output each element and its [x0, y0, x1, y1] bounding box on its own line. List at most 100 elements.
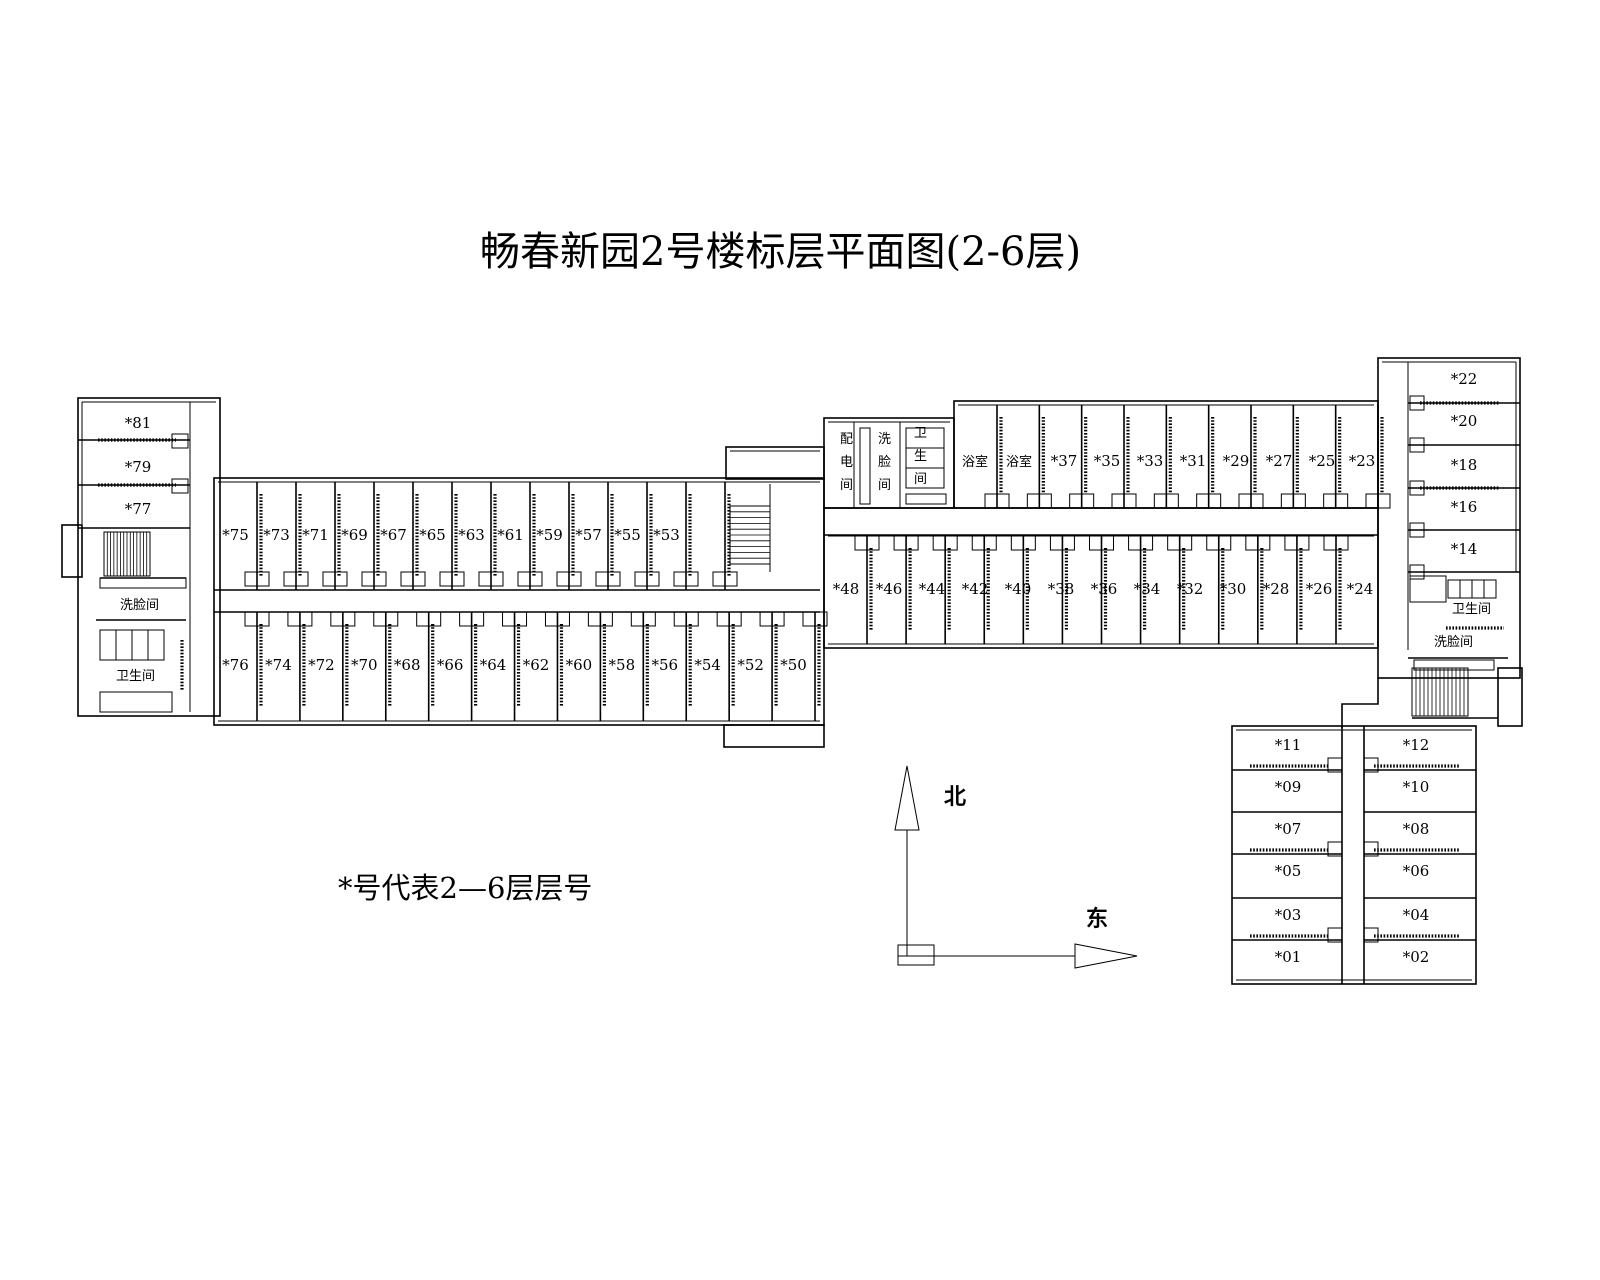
room-number: *27 [1266, 452, 1293, 470]
room-number: *05 [1275, 862, 1302, 880]
room-number: *18 [1451, 456, 1478, 474]
north-label: 北 [944, 784, 966, 810]
room-number: *29 [1223, 452, 1250, 470]
room-number: *65 [419, 526, 446, 544]
east-tower [1341, 357, 1523, 728]
power-room-label-1: 配 [840, 432, 853, 447]
room-number: *73 [263, 526, 290, 544]
room-number: *20 [1451, 412, 1478, 430]
west-wing [213, 446, 828, 748]
room-number: *35 [1094, 452, 1121, 470]
room-number: *71 [302, 526, 329, 544]
room-number: *03 [1275, 906, 1302, 924]
room-number: *01 [1275, 948, 1302, 966]
room-number: *76 [222, 656, 249, 674]
north-arrow-icon [894, 765, 920, 831]
room-number: *38 [1048, 580, 1075, 598]
west-tower [61, 397, 221, 717]
room-number: *31 [1180, 452, 1207, 470]
room-number: *77 [125, 500, 152, 518]
room-number: *24 [1347, 580, 1374, 598]
room-number: *81 [125, 414, 152, 432]
east-washroom-label: 洗脸间 [1434, 635, 1473, 650]
room-number: *60 [566, 656, 593, 674]
room-number: *59 [536, 526, 563, 544]
room-number: *58 [609, 656, 636, 674]
room-labels: *81 *79 *77 *75 *73 *71 *69 *67 *65 *63 *61 *59 *57 *… [125, 370, 1478, 966]
room-number: *07 [1275, 820, 1302, 838]
room-number: *56 [651, 656, 678, 674]
mid-washroom-label-3: 间 [878, 478, 891, 493]
room-number: *69 [341, 526, 368, 544]
power-room-label-3: 间 [840, 478, 853, 493]
room-number: *46 [876, 580, 903, 598]
room-number: *26 [1306, 580, 1333, 598]
room-number: *33 [1137, 452, 1164, 470]
room-number: *75 [222, 526, 249, 544]
room-number: *08 [1403, 820, 1430, 838]
bath-label-2: 浴室 [1006, 454, 1032, 470]
central-stair [729, 484, 771, 572]
page-title: 畅春新园2号楼标层平面图(2-6层) [480, 229, 1081, 275]
room-number: *02 [1403, 948, 1430, 966]
room-number: *53 [653, 526, 680, 544]
south-east-wing [1231, 725, 1477, 985]
power-room-label-2: 电 [840, 455, 853, 470]
east-label: 东 [1086, 906, 1108, 932]
room-number: *32 [1177, 580, 1204, 598]
facility-labels: 洗脸间 卫生间 配 电 间 洗 脸 间 卫 生 间 浴室 浴室 卫生间 洗脸间 [116, 426, 1491, 684]
east-arrow-icon [1074, 943, 1138, 969]
room-number: *23 [1349, 452, 1376, 470]
room-number: *48 [833, 580, 860, 598]
room-number: *72 [308, 656, 335, 674]
mid-washroom-label-1: 洗 [878, 432, 891, 447]
room-number: *28 [1263, 580, 1290, 598]
room-number: *70 [351, 656, 378, 674]
room-number: *06 [1403, 862, 1430, 880]
room-number: *61 [497, 526, 524, 544]
east-stair [1411, 667, 1469, 717]
room-number: *09 [1275, 778, 1302, 796]
room-number: *74 [265, 656, 292, 674]
east-toilet-label: 卫生间 [1452, 602, 1491, 617]
room-number: *62 [523, 656, 550, 674]
legend-note: *号代表2—6层层号 [338, 871, 592, 905]
room-number: *64 [480, 656, 507, 674]
room-number: *11 [1275, 736, 1302, 754]
room-number: *68 [394, 656, 421, 674]
room-number: *12 [1403, 736, 1430, 754]
room-number: *44 [919, 580, 946, 598]
room-number: *57 [575, 526, 602, 544]
room-number: *30 [1220, 580, 1247, 598]
room-number: *40 [1005, 580, 1032, 598]
room-number: *67 [380, 526, 407, 544]
room-number: *66 [437, 656, 464, 674]
room-number: *10 [1403, 778, 1430, 796]
room-number: *52 [737, 656, 764, 674]
bath-label-1: 浴室 [962, 454, 988, 470]
west-toilet-label: 卫生间 [116, 669, 155, 684]
middle-wing [823, 400, 1391, 649]
room-number: *34 [1134, 580, 1161, 598]
room-number: *50 [780, 656, 807, 674]
room-number: *14 [1451, 540, 1478, 558]
west-washroom-label: 洗脸间 [120, 598, 159, 613]
room-number: *63 [458, 526, 485, 544]
mid-toilet-label-3: 间 [914, 472, 927, 487]
room-number: *42 [962, 580, 989, 598]
mid-washroom-label-2: 脸 [878, 455, 891, 470]
room-number: *79 [125, 458, 152, 476]
room-number: *22 [1451, 370, 1478, 388]
compass: 北 东 [894, 765, 1138, 969]
room-number: *16 [1451, 498, 1478, 516]
room-number: *55 [614, 526, 641, 544]
room-number: *04 [1403, 906, 1430, 924]
west-stair [103, 531, 151, 577]
room-number: *54 [694, 656, 721, 674]
room-number: *36 [1091, 580, 1118, 598]
mid-toilet-label-1: 卫 [914, 426, 927, 441]
mid-toilet-label-2: 生 [914, 449, 927, 464]
room-number: *37 [1051, 452, 1078, 470]
room-number: *25 [1309, 452, 1336, 470]
